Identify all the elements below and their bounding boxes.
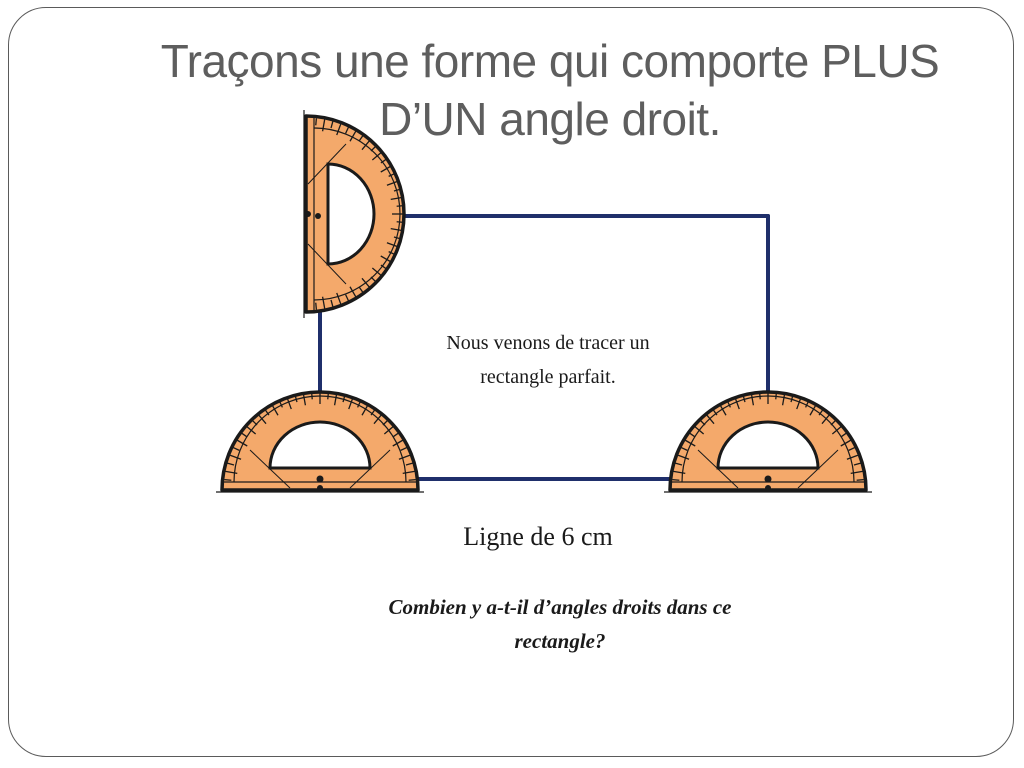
vertex-marker-bottom-right — [764, 475, 772, 483]
line-length-label: Ligne de 6 cm — [463, 522, 613, 551]
vertex-marker-bottom-left — [316, 475, 324, 483]
slide-title-line-2: D’UN angle droit. — [379, 93, 721, 145]
slide-title: Traçons une forme qui comporte PLUS D’UN… — [100, 32, 1000, 148]
question-line-1: Combien y a-t-il d’angles droits dans ce — [388, 595, 732, 619]
question-text: Combien y a-t-il d’angles droits dans ce… — [320, 590, 800, 658]
question-line-2: rectangle? — [514, 629, 606, 653]
caption-line-1: Nous venons de tracer un — [446, 332, 650, 354]
diagram-caption: Nous venons de tracer un rectangle parfa… — [398, 326, 698, 394]
slide-title-line-1: Traçons une forme qui comporte PLUS — [160, 35, 940, 87]
vertex-marker-top-left — [315, 213, 321, 219]
caption-line-2: rectangle parfait. — [480, 366, 616, 388]
slide-frame — [8, 7, 1014, 757]
